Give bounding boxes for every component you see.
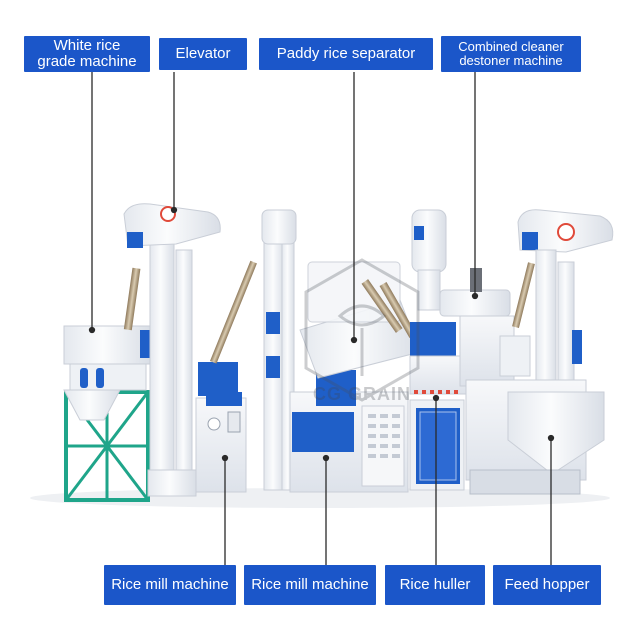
label-text: Rice mill machine [111,575,229,593]
label-rice-huller: Rice huller [385,565,485,605]
label-text: Feed hopper [504,575,590,593]
label-text: Paddy rice separator [276,44,416,62]
label-text: Elevator [175,44,231,62]
label-white-rice-grade-machine: White rice grade machine [24,36,150,72]
label-text: Rice huller [399,575,471,593]
rice-huller [409,322,467,491]
label-text: White rice grade machine [37,36,137,70]
watermark-logo: CG GRAIN [300,256,424,420]
label-feed-hopper: Feed hopper [493,565,601,605]
label-paddy-rice-separator: Paddy rice separator [259,38,433,70]
label-text: Combined cleaner destoner machine [458,38,564,68]
label-combined-cleaner-destoner-machine: Combined cleaner destoner machine [441,36,581,72]
label-rice-mill-machine-1: Rice mill machine [104,565,236,605]
label-elevator: Elevator [159,38,247,70]
combined-cleaner-destoner-machine [439,268,531,387]
rice-mill-machine-2 [289,370,409,493]
elevator-center-right [411,209,447,311]
elevator-right [512,209,614,401]
label-rice-mill-machine-2: Rice mill machine [244,565,376,605]
elevator-left [123,203,221,497]
paddy-rice-separator [299,261,421,379]
white-rice-grade-machine [63,267,152,502]
label-text: Rice mill machine [251,575,369,593]
watermark-text: CG GRAIN [313,384,411,404]
feed-hopper [465,379,605,495]
rice-mill-machine-1 [195,260,257,493]
